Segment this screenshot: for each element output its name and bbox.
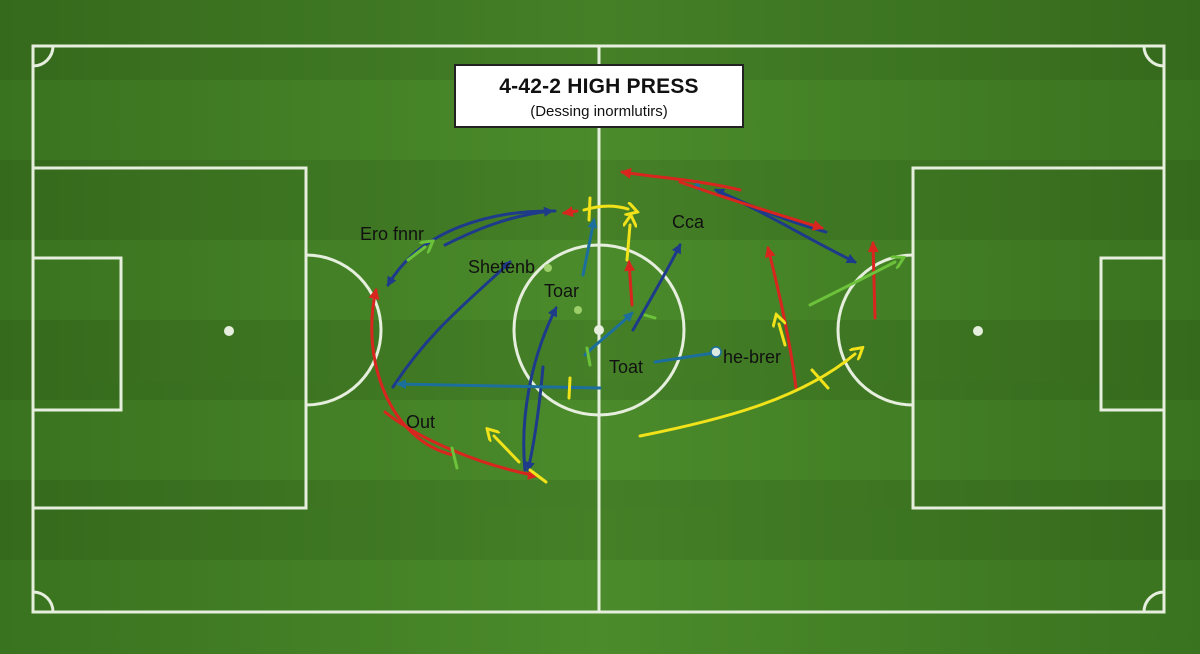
red-arrow [368,288,455,457]
red-arrow [620,167,742,192]
blue-arrow [391,260,512,389]
corner-arc-bottom-left [32,590,55,613]
corner-arc-top-left [32,45,55,68]
right-penalty-arc [836,253,914,407]
label-he-brer: he-brer [723,347,781,367]
corner-arc-top-right [1142,45,1165,68]
right-penalty-spot [973,326,983,336]
label-shetenb: Shetenb [468,257,535,277]
yellow-arrow [567,376,572,400]
teal-arrow [581,218,598,277]
blue-arrow [386,209,557,287]
player-marker [710,346,722,358]
pitch-spots [224,325,983,336]
formation-subtitle: (Dessing inormlutirs) [530,103,668,120]
green-arrow [406,247,425,262]
label-toar: Toar [544,281,579,301]
green-arrow [585,346,592,367]
corner-arc-bottom-right [1142,590,1165,613]
label-ero-fnnr: Ero fnnr [360,224,424,244]
blue-arrow [524,365,545,472]
player-marker [544,264,552,272]
label-toat: Toat [609,357,643,377]
formation-title-box: 4-42-2 HIGH PRESS (Dessing inormlutirs) [454,64,744,128]
teal-arrow [653,348,722,364]
red-arrow [562,206,579,218]
center-spot [594,325,604,335]
right-six-yard-box [1099,256,1166,412]
blue-arrow [443,206,554,247]
label-out: Out [406,412,435,432]
yellow-arrow [779,324,787,347]
green-arrow [643,313,657,320]
player-marker [574,306,582,314]
green-movement-arrows [406,247,895,470]
yellow-arrow [627,225,630,262]
center-circle [512,243,686,417]
yellow-arrow [587,196,592,222]
yellow-arrow [582,206,628,210]
red-arrow [624,260,636,307]
left-penalty-arc [305,253,383,407]
green-arrow [450,446,459,470]
blue-arrow [522,306,558,472]
yellow-arrow [810,368,830,390]
player-markers [544,264,722,358]
formation-title: 4-42-2 HIGH PRESS [499,75,699,98]
red-arrow [867,241,879,320]
yellow-arrow [494,436,521,464]
label-cca: Cca [672,212,705,232]
left-six-yard-box [31,256,123,412]
yellow-movement-arrows [494,196,855,484]
blue-arrow [631,243,682,332]
green-arrow [808,262,895,307]
pitch-markings [31,44,1166,614]
yellow-arrow [528,468,548,484]
yellow-arrow [638,354,855,438]
red-arrow [678,180,824,231]
left-penalty-spot [224,326,234,336]
teal-arrow [396,379,602,390]
